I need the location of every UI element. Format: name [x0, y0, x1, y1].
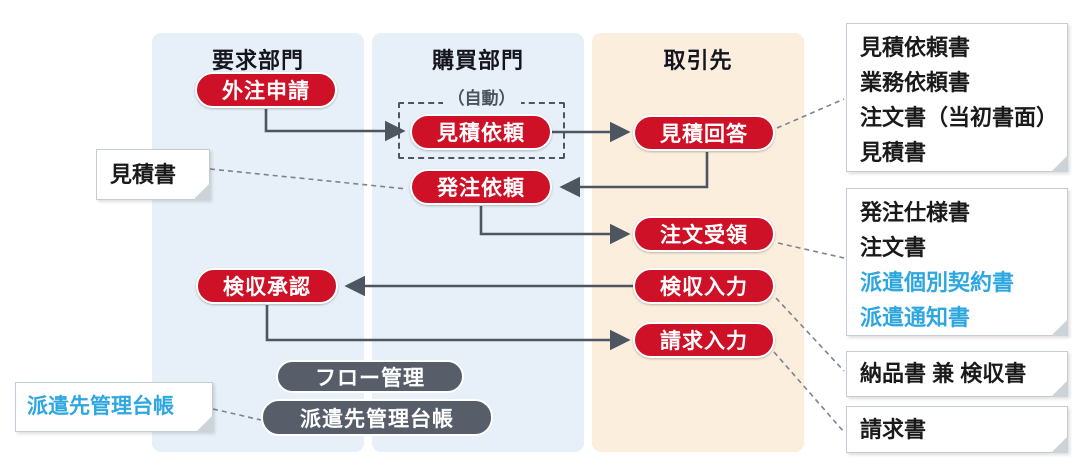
node-inspection-entry: 検収入力	[633, 268, 775, 304]
auto-label: （自動）	[398, 84, 565, 109]
note-quotation-left: 見積書	[96, 149, 210, 200]
node-order-receipt: 注文受領	[633, 216, 775, 252]
node-dispatch-ledger: 派遣先管理台帳	[261, 399, 493, 436]
node-order-request: 発注依頼	[410, 169, 552, 205]
node-outsourcing-application: 外注申請	[195, 72, 337, 108]
node-invoice-entry: 請求入力	[633, 322, 775, 358]
note-line: 納品書 兼 検収書	[860, 361, 1027, 386]
note-invoice: 請求書	[846, 406, 1068, 453]
note-order-documents: 発注仕様書 注文書 派遣個別契約書 派遣通知書	[846, 188, 1068, 336]
note-line: 見積書	[110, 162, 177, 187]
node-inspection-approval: 検収承認	[196, 268, 338, 304]
lane-title-supplier: 取引先	[663, 48, 733, 73]
note-dispatch-ledger: 派遣先管理台帳	[15, 382, 213, 432]
note-line: 派遣先管理台帳	[27, 395, 174, 418]
lane-title-purchasing-dept: 購買部門	[431, 48, 524, 73]
node-quotation-request: 見積依頼	[410, 114, 552, 150]
node-flow-management: フロー管理	[276, 360, 464, 393]
lane-title-requesting-dept: 要求部門	[211, 48, 304, 73]
node-quotation-reply: 見積回答	[633, 115, 775, 151]
note-line: 請求書	[860, 417, 927, 442]
note-line: 注文書（当初書面）	[860, 105, 1059, 130]
note-line: 業務依頼書	[860, 70, 971, 95]
note-line: 発注仕様書	[860, 200, 971, 225]
note-line: 注文書	[860, 235, 927, 260]
note-line: 見積依頼書	[860, 35, 971, 60]
note-line: 見積書	[860, 140, 927, 165]
note-quotation-documents: 見積依頼書 業務依頼書 注文書（当初書面） 見積書	[846, 23, 1068, 172]
note-delivery-inspection: 納品書 兼 検収書	[846, 351, 1068, 397]
note-line: 派遣個別契約書	[860, 270, 1015, 295]
note-line: 派遣通知書	[860, 305, 971, 330]
